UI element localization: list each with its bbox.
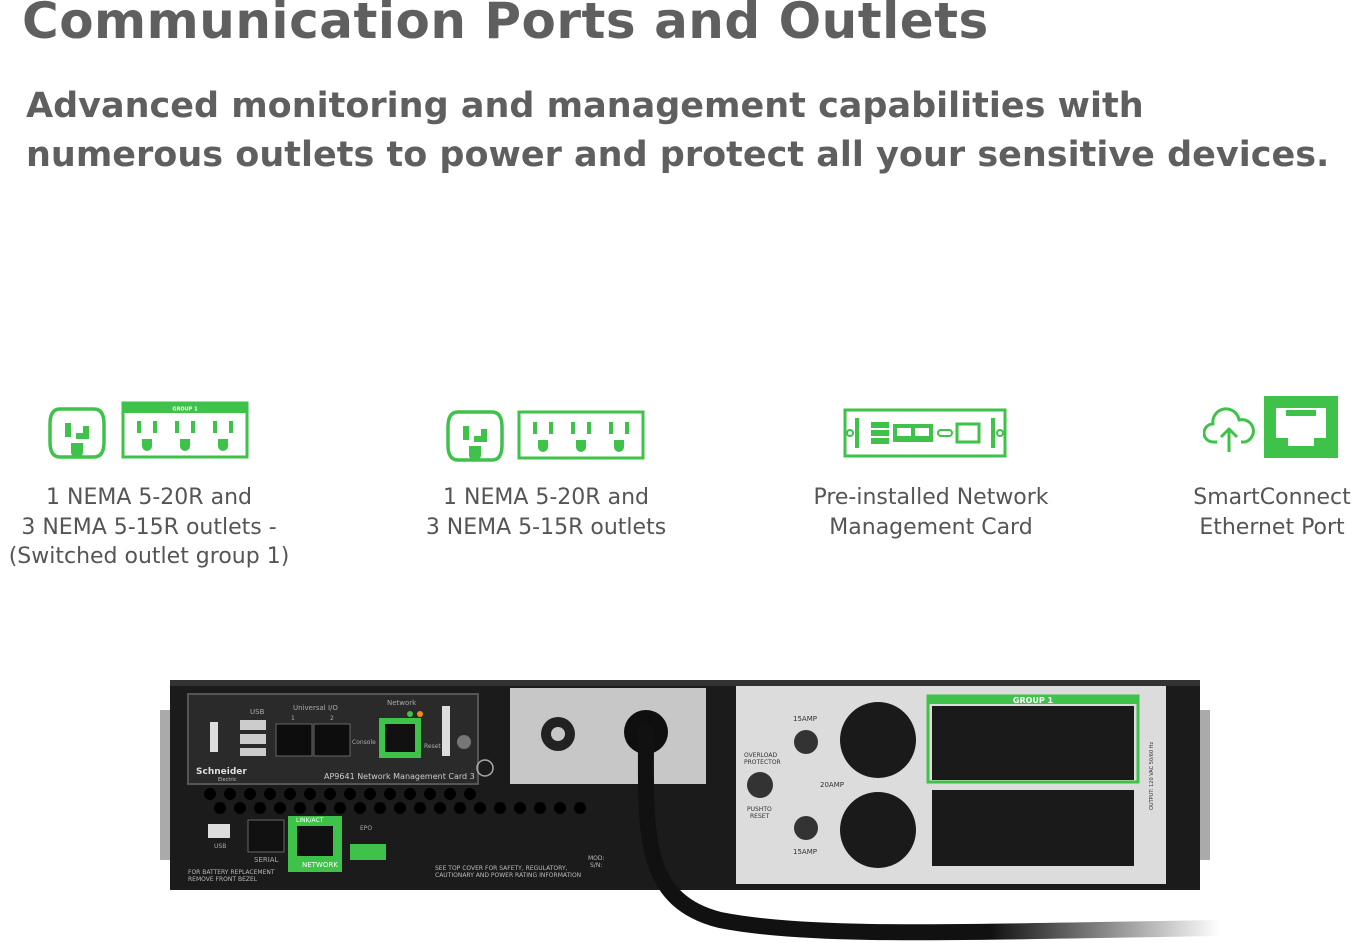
note-safety-2: CAUTIONARY AND POWER RATING INFORMATION	[435, 872, 581, 879]
nema-5-15r-outlet-strip-icon	[517, 410, 645, 460]
label-link-act: LINK/ACT	[296, 817, 324, 824]
nema-5-20r-outlet-icon	[446, 410, 504, 462]
label-group-1: GROUP 1	[1013, 696, 1054, 705]
page-subtitle: Advanced monitoring and management capab…	[26, 86, 1330, 175]
label-15amp-top: 15AMP	[793, 715, 817, 723]
note-battery-2: REMOVE FRONT BEZEL	[188, 876, 258, 883]
label-overload-2: PROTECTOR	[744, 759, 781, 766]
label-universal-io: Universal I/O	[293, 704, 338, 712]
nema-5-15r-outlet-strip-icon: GROUP 1	[121, 401, 249, 459]
brand-logo-text: Schneider	[196, 767, 247, 777]
feature-caption: 1 NEMA 5-20R and 3 NEMA 5-15R outlets - …	[8, 485, 290, 569]
ups-rear-panel-image: USB Universal I/O Network 1 2 Console Re…	[160, 680, 1220, 941]
label-pushto-2: RESET	[750, 813, 770, 820]
nema-5-20r-outlet-icon	[48, 407, 106, 459]
label-pushto-1: PUSHTO	[747, 806, 772, 813]
feature-nmc: Pre-installed Network Management Card	[790, 483, 1072, 542]
label-serial: SERIAL	[254, 856, 279, 864]
label-card-name: AP9641 Network Management Card 3	[324, 772, 475, 781]
label-console: Console	[352, 739, 376, 746]
label-reset: Reset	[424, 743, 441, 750]
label-port-2: 2	[330, 715, 334, 722]
feature-caption: SmartConnect Ethernet Port	[1193, 485, 1351, 540]
feature-outlets: 1 NEMA 5-20R and 3 NEMA 5-15R outlets	[400, 483, 692, 542]
label-port-1: 1	[291, 715, 295, 722]
ethernet-port-icon	[1264, 396, 1338, 458]
label-epo: EPO	[360, 825, 372, 832]
brand-sub-text: Electric	[218, 777, 237, 783]
label-usb-bottom: USB	[214, 843, 226, 850]
label-output-rating: OUTPUT: 120 VAC 50/60 Hz	[1149, 741, 1155, 810]
label-20amp: 20AMP	[820, 781, 844, 789]
note-battery-1: FOR BATTERY REPLACEMENT	[188, 869, 275, 876]
label-overload-1: OVERLOAD	[744, 752, 778, 759]
feature-caption: Pre-installed Network Management Card	[813, 485, 1049, 540]
group-label: GROUP 1	[172, 407, 198, 413]
label-mod: MOD:	[588, 855, 605, 862]
label-usb-top: USB	[250, 708, 265, 716]
page-title: Communication Ports and Outlets	[22, 0, 989, 50]
label-15amp-bottom: 15AMP	[793, 848, 817, 856]
feature-switched-outlets: 1 NEMA 5-20R and 3 NEMA 5-15R outlets - …	[0, 483, 298, 572]
feature-smartconnect: SmartConnect Ethernet Port	[1180, 483, 1360, 542]
network-management-card-icon	[843, 408, 1007, 458]
label-sn: S/N:	[590, 862, 602, 869]
cloud-upload-icon	[1203, 407, 1255, 452]
note-safety-1: SEE TOP COVER FOR SAFETY, REGULATORY,	[435, 865, 568, 872]
label-network: Network	[387, 699, 417, 707]
feature-caption: 1 NEMA 5-20R and 3 NEMA 5-15R outlets	[425, 485, 667, 540]
label-network-port: NETWORK	[302, 861, 338, 869]
